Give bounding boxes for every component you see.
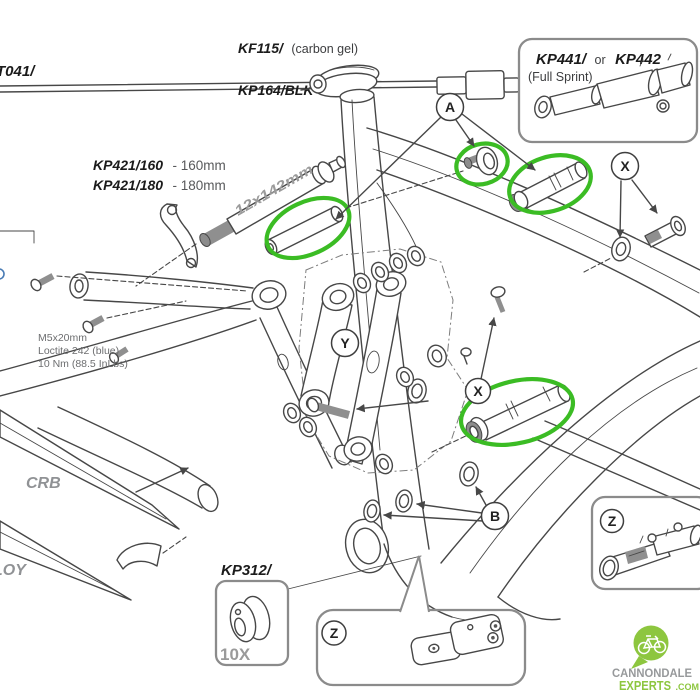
svg-text:KP421/180 - 180mm: KP421/180 - 180mm (93, 177, 226, 194)
seat-clamp-kp164: KP164/BLK (238, 64, 380, 98)
torque-note: M5x20mm Loctite 242 (blue) 10 Nm (88.5 I… (38, 332, 128, 370)
callouts: A X Y X B (330, 92, 658, 531)
svg-text:A: A (445, 99, 455, 115)
svg-text:X: X (620, 158, 630, 174)
label-kf115-group: KF115/ (carbon gel) (238, 40, 358, 57)
logo-brand2-text: EXPERTS (619, 678, 671, 693)
label-kp441: KP441/ (536, 51, 588, 68)
svg-text:KF115/ (carbon gel): KF115/ (carbon gel) (238, 40, 358, 57)
grommet-box-kp312: KP312/ 10X (214, 555, 422, 667)
svg-text:EXPERTS .COM: EXPERTS .COM (619, 677, 699, 694)
cable-guide-box-z: Z (315, 555, 527, 687)
highlight-axle-upper (507, 153, 593, 215)
highlight-spacer (264, 195, 352, 261)
label-alloy: LOY (0, 562, 27, 579)
label-kp441-or: or (595, 53, 606, 67)
bolt-washer-x-upper (583, 215, 686, 273)
callout-z-bottom: Z (321, 620, 347, 646)
bike-icon (637, 635, 667, 655)
label-kp164: KP164/BLK (238, 82, 314, 98)
shock-box-kp441: KP441/ or KP442 (Full Sprint) (517, 37, 699, 144)
torque-note-line1: M5x20mm (38, 332, 87, 344)
label-kp442: KP442 (615, 51, 662, 68)
bearing-washers-b (363, 461, 479, 523)
svg-text:KP441/ or KP442: KP441/ or KP442 (536, 51, 662, 68)
green-highlights (264, 141, 593, 447)
label-crb: CRB (26, 475, 61, 492)
label-t041: T041/ (0, 63, 36, 80)
label-kp312-qty: 10X (220, 645, 251, 664)
highlight-axle-lower (458, 377, 576, 447)
chainstay-blades: CRB LOY (0, 406, 219, 601)
labels-kp421: KP421/160 - 160mm KP421/180 - 180mm (93, 157, 226, 194)
shock-absorber-drawing (534, 53, 694, 119)
label-kf115-desc: (carbon gel) (291, 42, 358, 56)
svg-text:B: B (490, 508, 500, 524)
label-kp441-subtitle: (Full Sprint) (528, 70, 593, 84)
torque-note-line3: 10 Nm (88.5 InLbs) (38, 358, 128, 370)
label-kp421-180-len: - 180mm (173, 178, 226, 193)
rocker-linkage (282, 245, 506, 475)
torque-note-line2: Loctite 242 (blue) (38, 345, 119, 357)
pivot-axle-lower (431, 383, 571, 453)
label-kp421-160: KP421/160 (93, 157, 163, 173)
axle-spacer (264, 205, 344, 256)
callout-z-right: Z (599, 508, 625, 534)
svg-text:Y: Y (340, 335, 350, 351)
callout-b: B (480, 501, 510, 531)
callout-y: Y (330, 328, 360, 358)
callout-a: A (435, 92, 465, 122)
shock-box-z-right: Z (590, 495, 700, 591)
pivot-bolt-a (463, 146, 499, 176)
svg-text:Z: Z (608, 513, 617, 529)
bearing-rings (282, 245, 447, 475)
highlight-pivot-bolt (454, 141, 510, 187)
label-kp421-160-len: - 160mm (173, 158, 226, 173)
label-kp421-180: KP421/180 (93, 177, 163, 193)
logo-tld-text: .COM (675, 682, 699, 692)
label-kp312: KP312/ (221, 562, 273, 579)
svg-text:KP421/160 - 160mm: KP421/160 - 160mm (93, 157, 226, 174)
svg-text:X: X (473, 383, 483, 399)
clipped-callout-circle (0, 268, 5, 280)
logo-brand-text: CANNONDALE (612, 666, 692, 680)
callout-x-lower: X (464, 377, 492, 405)
svg-text:Z: Z (330, 625, 339, 641)
cannondale-experts-logo: CANNONDALE EXPERTS .COM (612, 625, 699, 694)
label-kf115: KF115/ (238, 40, 285, 56)
thru-axle-12x142: 12x142mm (135, 155, 464, 287)
callout-x-upper: X (610, 151, 640, 181)
pivot-bolts (30, 273, 248, 364)
